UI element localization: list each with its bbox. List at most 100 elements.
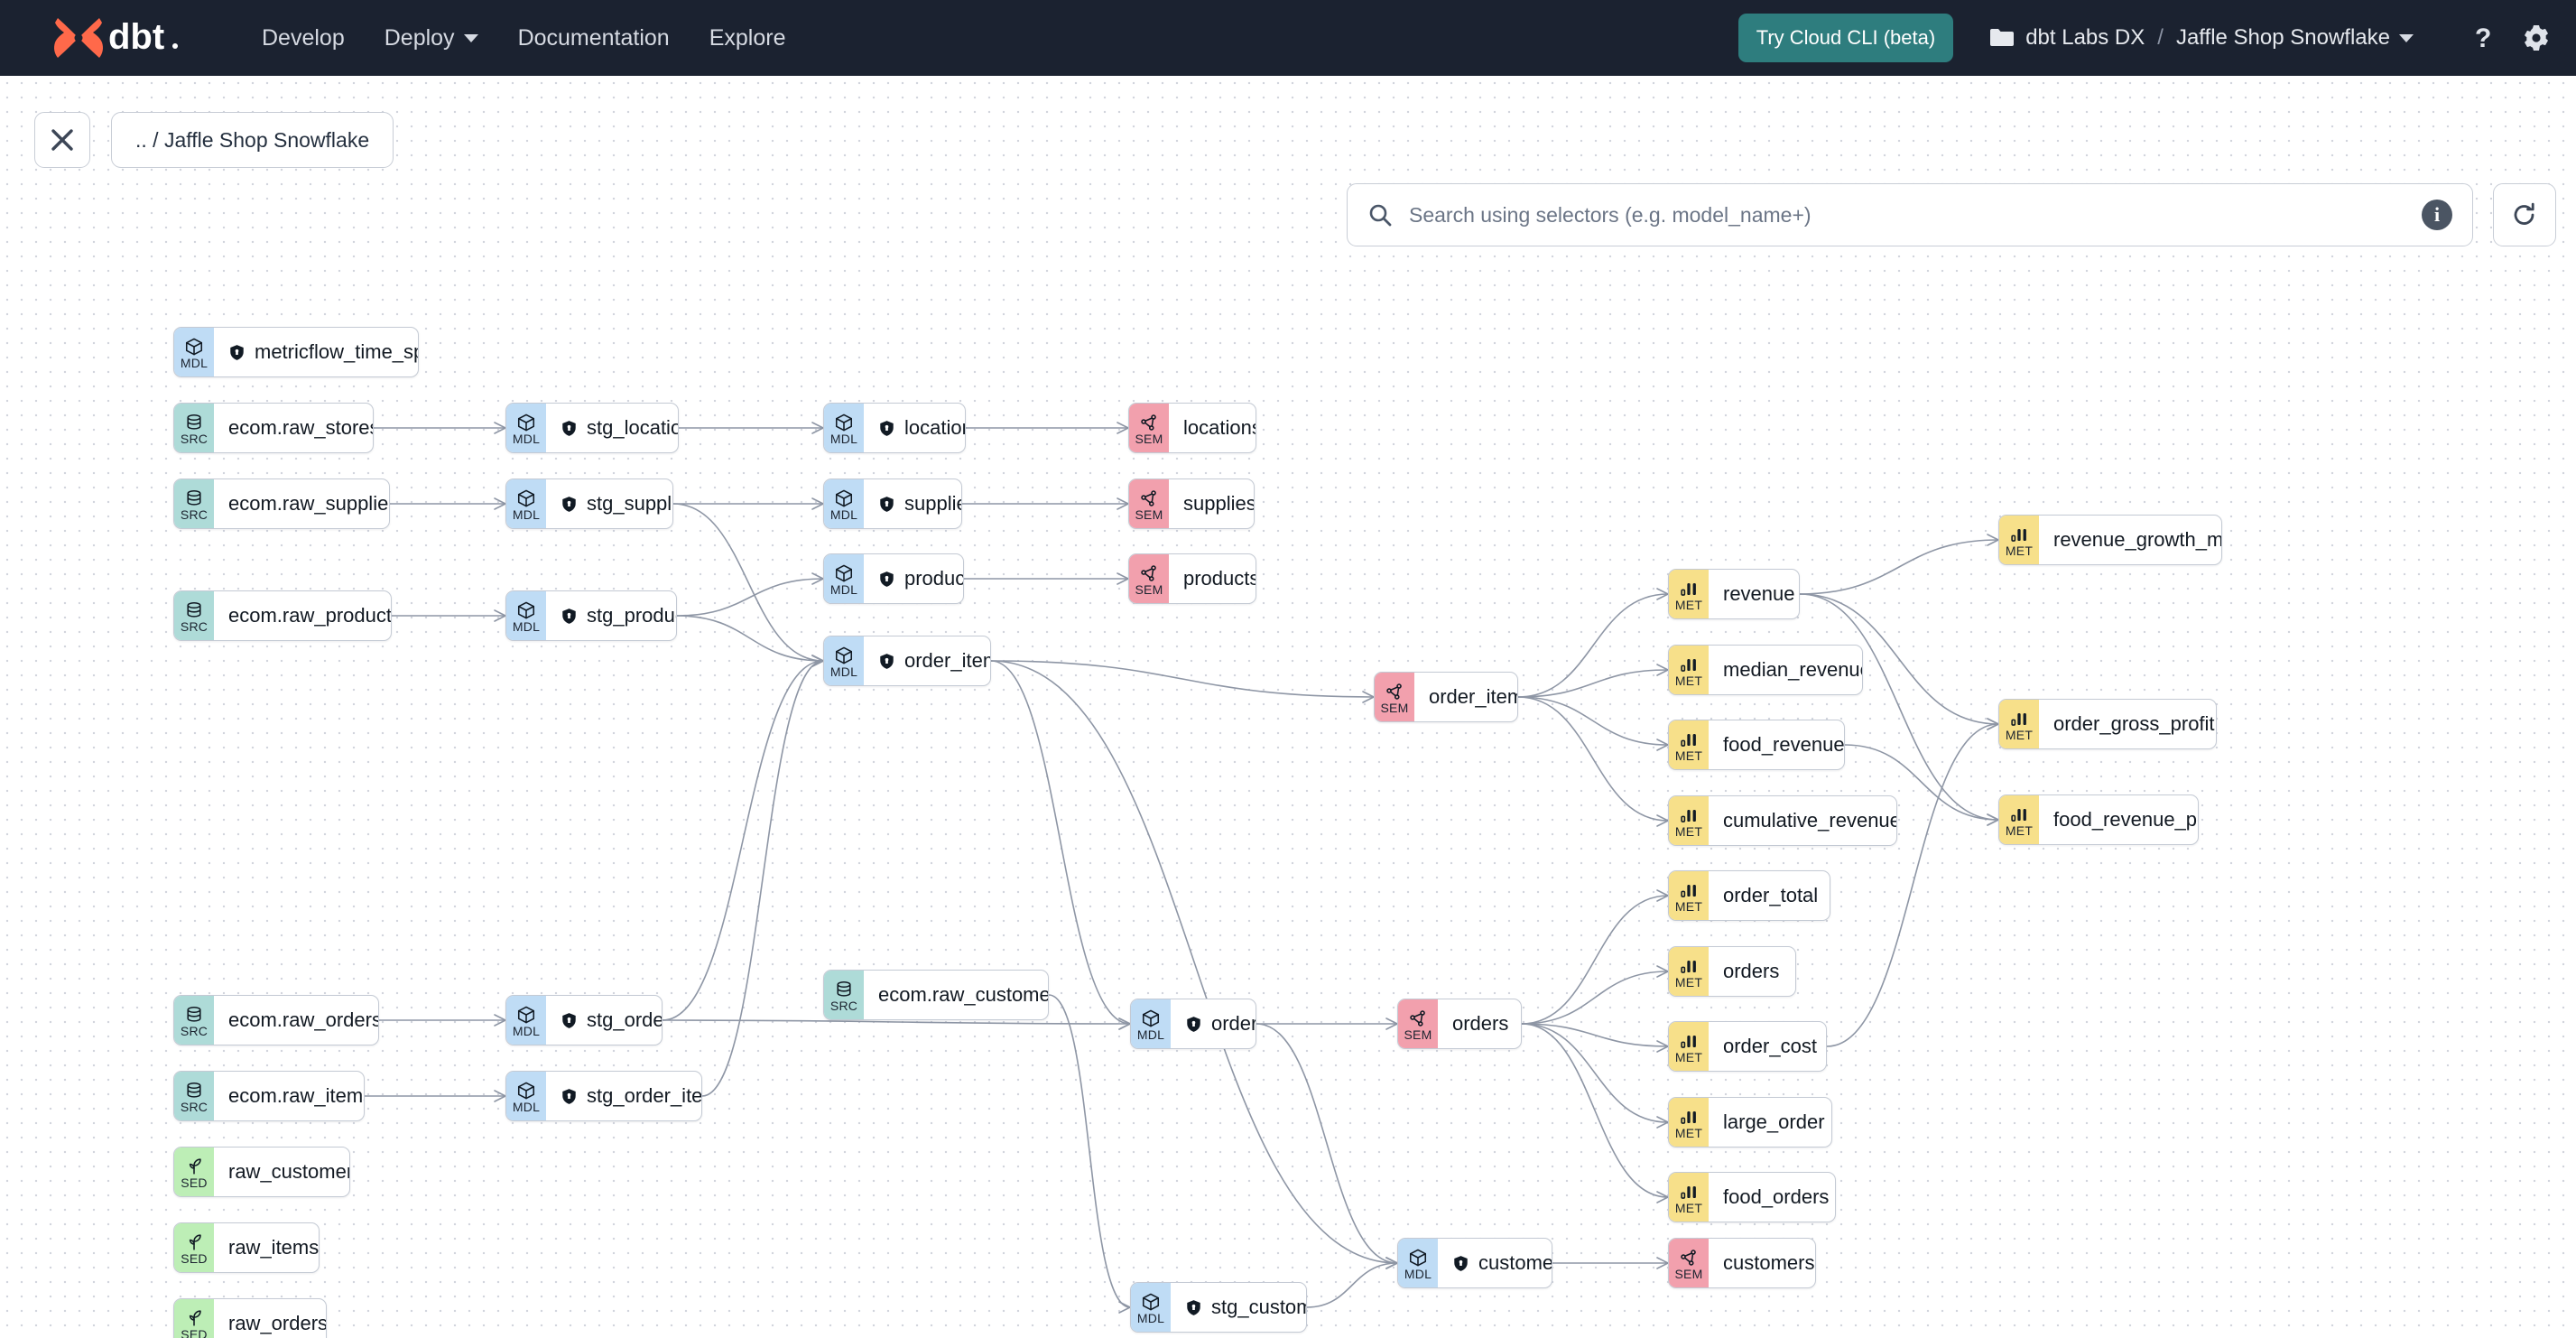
node-body: order_item [1414, 673, 1517, 721]
lineage-edge [662, 660, 824, 1021]
info-icon[interactable]: i [2422, 200, 2452, 230]
graph-breadcrumb-label: .. / Jaffle Shop Snowflake [135, 127, 370, 152]
nav-link-documentation[interactable]: Documentation [518, 25, 670, 51]
graph-node-mdl_customers[interactable]: MDLcustomers [1397, 1238, 1552, 1288]
refresh-button[interactable] [2493, 183, 2556, 246]
nav-icon-group: ? [2444, 23, 2551, 52]
nav-link-develop[interactable]: Develop [262, 25, 345, 51]
dbt-logo[interactable]: dbt [52, 15, 217, 60]
project-name[interactable]: Jaffle Shop Snowflake [2175, 25, 2390, 50]
bar-chart-icon [1679, 1031, 1699, 1051]
node-type-badge-met: MET [1669, 1022, 1709, 1071]
graph-breadcrumb-button[interactable]: .. / Jaffle Shop Snowflake [111, 112, 394, 168]
node-graph-icon [1408, 1008, 1428, 1028]
graph-node-mdl_products[interactable]: MDLproducts [823, 553, 964, 604]
search-bar[interactable]: i [1347, 183, 2473, 246]
node-type-badge-sem: SEM [1398, 999, 1438, 1048]
shield-icon [878, 653, 895, 670]
node-type-badge-sed: SED [174, 1299, 214, 1338]
node-type-code: MDL [512, 618, 541, 634]
nav-link-explore[interactable]: Explore [709, 25, 786, 51]
node-type-code: MET [1674, 673, 1703, 688]
node-label: stg_locations [587, 416, 678, 439]
node-body: large_order [1709, 1098, 1831, 1147]
node-type-badge-src: SRC [174, 479, 214, 528]
lineage-graph-canvas[interactable]: MDLmetricflow_time_spineSRCecom.raw_stor… [0, 76, 2576, 1338]
chevron-down-icon[interactable] [2399, 33, 2414, 42]
shield-icon [561, 1012, 578, 1029]
node-type-code: SEM [1404, 1027, 1432, 1042]
account-name[interactable]: dbt Labs DX [2025, 25, 2145, 50]
node-type-badge-sem: SEM [1129, 479, 1169, 528]
node-type-badge-mdl: MDL [824, 636, 864, 685]
node-type-badge-src: SRC [824, 971, 864, 1019]
close-button[interactable] [34, 112, 90, 168]
graph-node-mdl_orders[interactable]: MDLorders [1130, 999, 1256, 1049]
node-label: products [904, 567, 964, 590]
lineage-edge [1048, 994, 1131, 1308]
graph-node-mdl_locations[interactable]: MDLlocations [823, 403, 966, 453]
question-mark-icon[interactable]: ? [2469, 23, 2497, 52]
node-type-badge-src: SRC [174, 404, 214, 452]
bar-chart-icon [1679, 579, 1699, 599]
gear-icon[interactable] [2522, 23, 2551, 52]
bar-chart-icon [1679, 655, 1699, 674]
lineage-edge [1799, 593, 1999, 821]
node-type-code: MDL [512, 506, 541, 522]
node-label: revenue_growth_mom [2053, 528, 2222, 551]
nav-link-deploy[interactable]: Deploy [385, 25, 478, 51]
nav-link-develop-label: Develop [262, 24, 345, 51]
node-label: order_cost [1723, 1035, 1817, 1057]
bar-chart-icon [1679, 880, 1699, 900]
graph-node-met_order_cost[interactable]: MET order_cost [1668, 1021, 1827, 1072]
sprout-icon [184, 1157, 204, 1176]
graph-node-mdl_supplies[interactable]: MDLsupplies [823, 479, 962, 529]
node-type-badge-sem: SEM [1129, 554, 1169, 603]
cube-icon [516, 488, 536, 508]
search-input[interactable] [1407, 201, 2422, 228]
breadcrumb-separator: / [2157, 25, 2164, 50]
lineage-edge [1521, 971, 1669, 1025]
cube-icon [1141, 1008, 1161, 1028]
cube-icon [834, 488, 854, 508]
try-cloud-cli-button[interactable]: Try Cloud CLI (beta) [1737, 14, 1954, 62]
node-label: stg_customers [1211, 1296, 1306, 1318]
node-type-code: SRC [180, 506, 208, 522]
node-body: order_items [864, 636, 990, 685]
cube-icon [1141, 1292, 1161, 1312]
